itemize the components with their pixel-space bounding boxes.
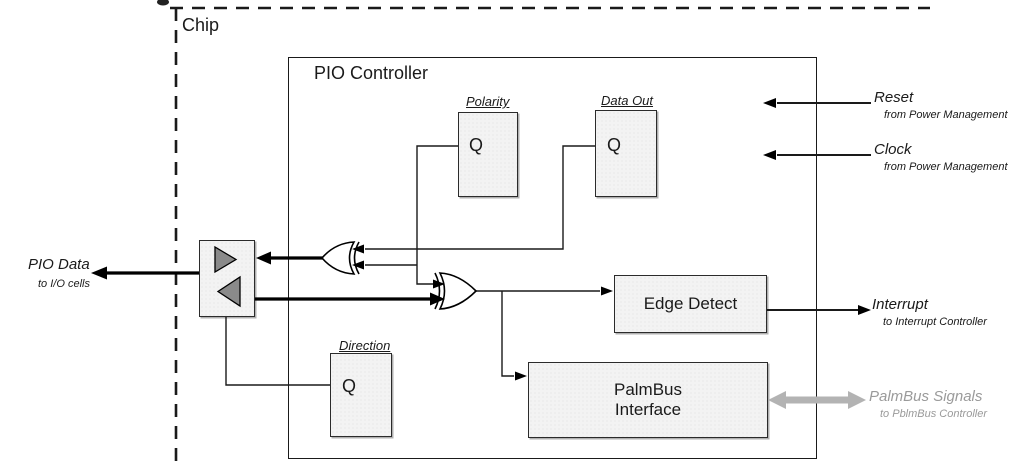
pio-controller-label: PIO Controller bbox=[314, 63, 429, 83]
polarity-register-label: Polarity bbox=[466, 94, 510, 109]
palmbus-signals-sublabel: to PblmBus Controller bbox=[880, 408, 987, 420]
palmbus-interface-block: PalmBus Interface bbox=[528, 362, 768, 438]
clock-sublabel: from Power Management bbox=[884, 161, 1008, 173]
edge-detect-block: Edge Detect bbox=[614, 275, 767, 333]
pio-data-arrowhead-icon bbox=[91, 266, 107, 280]
pio-data-sublabel: to I/O cells bbox=[38, 278, 90, 290]
xor1-output-arrowhead-icon bbox=[256, 251, 271, 265]
direction-q-label: Q bbox=[342, 376, 357, 396]
pio-data-label: PIO Data bbox=[28, 256, 90, 273]
reset-sublabel: from Power Management bbox=[884, 109, 1008, 121]
polarity-register-box: Q bbox=[458, 112, 518, 197]
interrupt-label: Interrupt bbox=[872, 296, 928, 313]
chip-label: Chip bbox=[182, 15, 220, 35]
palmbus-interface-label-line1: PalmBus bbox=[613, 379, 683, 399]
data-out-register-box: Q bbox=[595, 110, 657, 197]
data-out-q-label: Q bbox=[607, 135, 622, 155]
interrupt-arrowhead-icon bbox=[858, 305, 871, 315]
direction-register-label: Direction bbox=[339, 338, 391, 353]
edge-detect-label: Edge Detect bbox=[643, 293, 738, 313]
io-buffer-box bbox=[199, 240, 255, 317]
clock-label: Clock bbox=[874, 141, 912, 158]
palmbus-signals-label: PalmBus Signals bbox=[869, 388, 983, 405]
polarity-q-label: Q bbox=[469, 135, 484, 155]
cropped-text-artifact bbox=[157, 0, 169, 6]
interrupt-sublabel: to Interrupt Controller bbox=[883, 316, 987, 328]
direction-register-box: Q bbox=[330, 353, 392, 437]
palmbus-interface-label-line2: Interface bbox=[614, 400, 682, 419]
reset-label: Reset bbox=[874, 89, 914, 106]
palmbus-bus-right-arrowhead-icon bbox=[848, 391, 866, 409]
data-out-register-label: Data Out bbox=[601, 93, 654, 108]
